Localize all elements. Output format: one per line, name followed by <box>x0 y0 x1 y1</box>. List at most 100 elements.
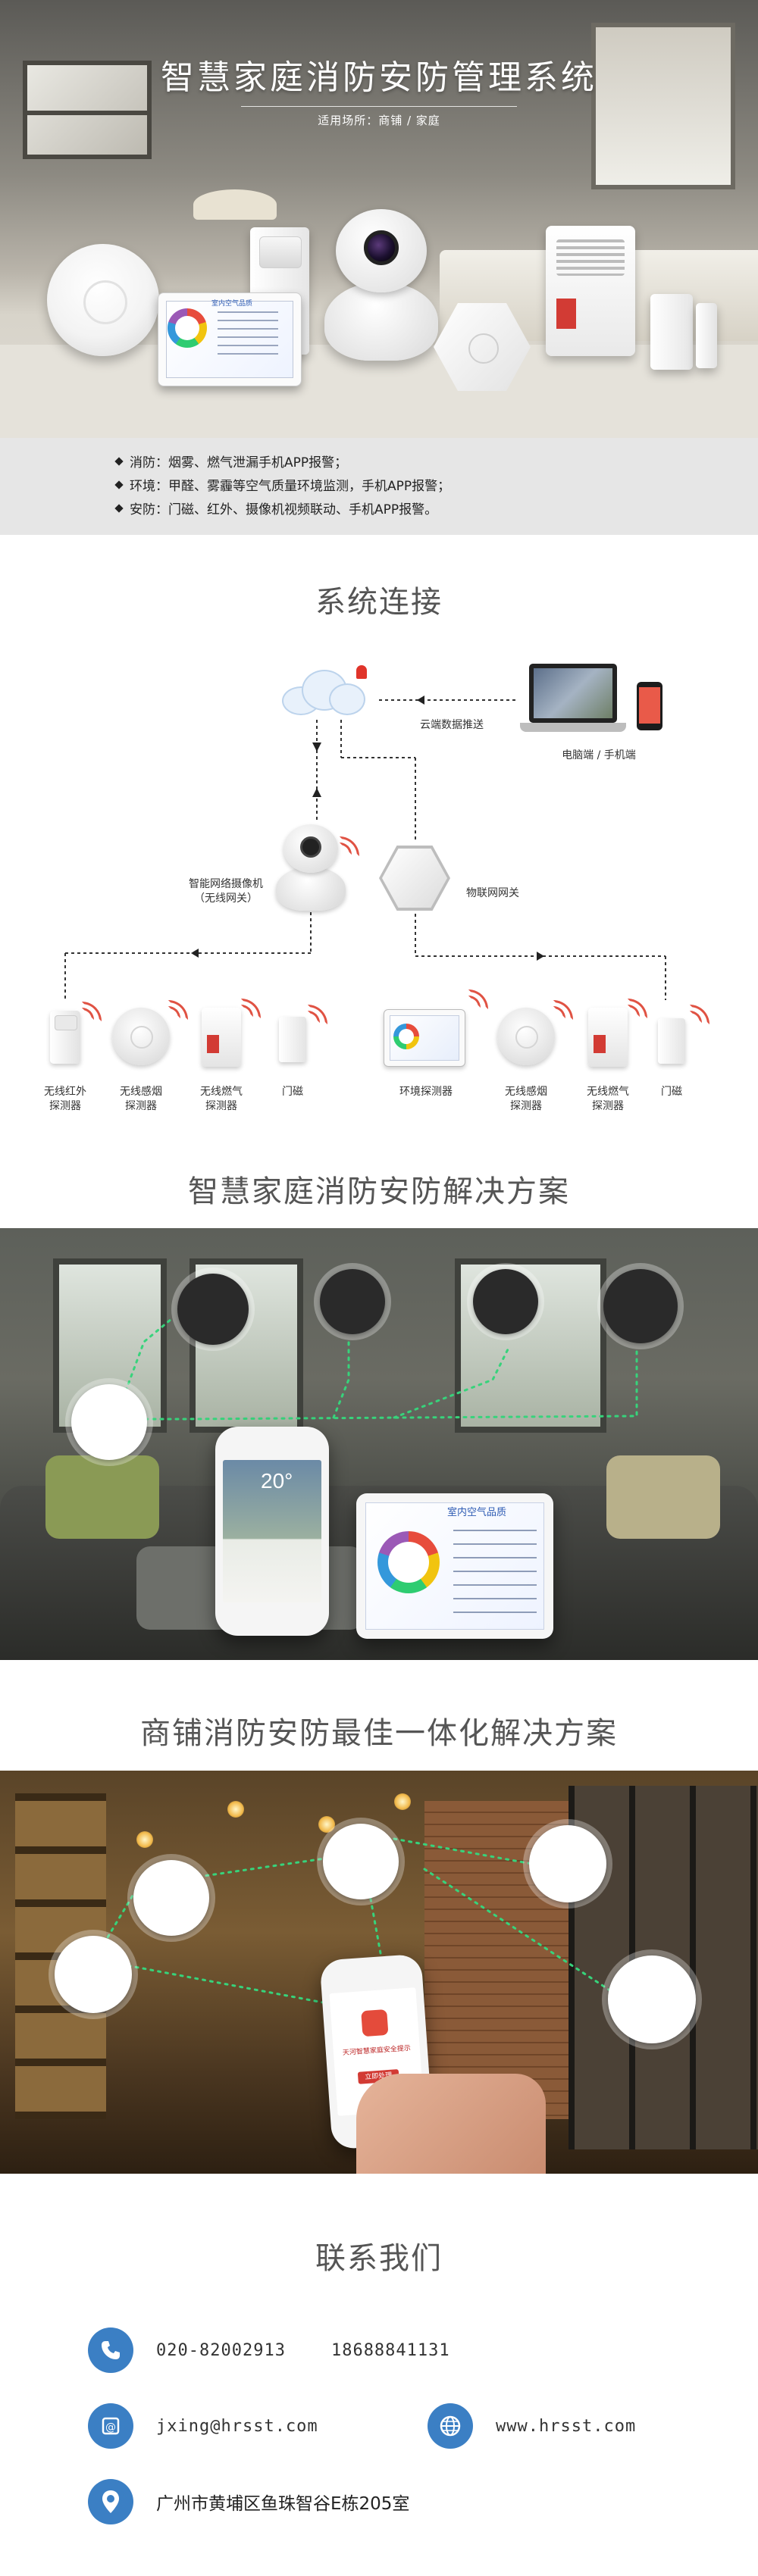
link-lines <box>114 1318 638 1421</box>
section-title-contact: 联系我们 <box>315 2241 443 2276</box>
smoke-detector-image <box>47 244 159 356</box>
home-scene-image: 20° 室内空气品质 <box>0 1228 758 1660</box>
door-magnet-image <box>696 303 717 368</box>
wireless-signal-icon <box>241 999 261 1018</box>
device-label: 无线红外探测器 <box>44 1086 86 1112</box>
network-camera-image <box>324 209 438 361</box>
ceiling-lamp <box>136 1831 153 1848</box>
smoke-detector-node <box>171 1268 255 1351</box>
scene-cushion <box>45 1455 159 1539</box>
hand-image <box>356 2074 546 2174</box>
infrared-detector-icon <box>50 1011 80 1064</box>
location-pin-icon <box>88 2479 133 2524</box>
gas-detector-icon <box>588 1008 628 1067</box>
title-divider <box>241 106 517 107</box>
diamond-bullet-icon <box>114 457 124 466</box>
phone-icon <box>88 2327 133 2373</box>
svg-text:@: @ <box>105 2421 116 2434</box>
cloud-icon <box>282 670 365 715</box>
feature-item: 安防：门磁、红外、摄像机视频联动、手机APP报警。 <box>114 499 450 522</box>
hero-lamp <box>193 189 277 220</box>
environment-panel-node <box>467 1263 544 1340</box>
air-quality-tablet-image: 室内空气品质 <box>356 1493 553 1639</box>
door-sensor-icon <box>658 1018 685 1064</box>
email-address[interactable]: jxing@hrsst.com <box>156 2416 318 2436</box>
section-title-shop: 商铺消防安防最佳一体化解决方案 <box>140 1716 618 1751</box>
page-title: 智慧家庭消防安防管理系统 <box>161 58 597 97</box>
wireless-signal-icon <box>340 836 359 856</box>
phone-number-1[interactable]: 020-82002913 <box>156 2340 286 2360</box>
smoke-detector-icon <box>112 1008 170 1065</box>
device-label: 环境探测器 <box>399 1086 453 1098</box>
diamond-bullet-icon <box>114 504 124 513</box>
feature-item: 环境：甲醛、雾霾等空气质量环境监测，手机APP报警； <box>114 475 450 499</box>
gas-detector-node <box>602 1949 702 2049</box>
hero-banner: 智慧家庭消防安防管理系统 适用场所：商铺 / 家庭 室内空气品质 <box>0 0 758 438</box>
wireless-signal-icon <box>168 1000 188 1020</box>
ceiling-lamp <box>394 1793 411 1810</box>
smoke-detector-node <box>127 1854 215 1942</box>
wireless-signal-icon <box>468 989 488 1009</box>
gas-detector-node <box>597 1263 684 1349</box>
address-row: 广州市黄埔区鱼珠智谷E栋205室 <box>88 2479 409 2524</box>
camera-lens-icon <box>364 230 399 265</box>
gateway-node <box>65 1378 153 1466</box>
hero-window <box>23 61 152 159</box>
website-row: www.hrsst.com <box>428 2403 636 2449</box>
smoke-detector-icon <box>497 1008 555 1065</box>
infrared-detector-node <box>523 1819 612 1909</box>
gas-detector-icon <box>202 1008 241 1067</box>
environment-panel-image: 室内空气品质 <box>158 292 302 386</box>
page-subtitle: 适用场所：商铺 / 家庭 <box>318 114 440 127</box>
gas-detector-image <box>546 226 635 356</box>
phone-row: 020-82002913 18688841131 <box>88 2327 450 2373</box>
laptop-icon <box>520 664 626 736</box>
wireless-signal-icon <box>628 999 647 1018</box>
connection-diagram: 云端数据推送 电脑端 / 手机端 智能网络摄像机 （无线网关） 物联网网关 无线… <box>0 644 758 1136</box>
alert-app-icon <box>361 2009 389 2037</box>
door-sensor-icon <box>279 1017 306 1062</box>
weather-phone-image: 20° <box>215 1427 329 1636</box>
wireless-signal-icon <box>308 1005 327 1024</box>
environment-detector-icon <box>384 1009 465 1067</box>
weather-temperature: 20° <box>261 1469 293 1493</box>
air-quality-ring-icon <box>377 1531 440 1593</box>
camera-node <box>317 1818 405 1905</box>
door-sensor-node <box>49 1930 138 2019</box>
globe-icon <box>428 2403 473 2449</box>
mobile-phone-icon <box>637 682 662 730</box>
diamond-bullet-icon <box>114 480 124 489</box>
wireless-signal-icon <box>82 1002 102 1021</box>
wireless-signal-icon <box>553 1000 573 1020</box>
cloud-push-label: 云端数据推送 <box>420 719 484 731</box>
section-title-home: 智慧家庭消防安防解决方案 <box>188 1174 570 1209</box>
camera-label: 智能网络摄像机 （无线网关） <box>189 878 263 905</box>
alarm-lamp-icon <box>356 665 367 679</box>
wireless-signal-icon <box>690 1005 709 1024</box>
email-row: @ jxing@hrsst.com <box>88 2403 318 2449</box>
air-quality-ring-icon <box>168 308 207 348</box>
panel-title: 室内空气品质 <box>211 300 253 308</box>
diagram-lines <box>64 696 666 1000</box>
shop-scene-image: 天河智慧家庭安全提示 立即处理 <box>0 1771 758 2174</box>
street-address: 广州市黄埔区鱼珠智谷E栋205室 <box>156 2494 410 2514</box>
feature-item: 消防：烟雾、燃气泄漏手机APP报警； <box>114 452 450 475</box>
email-icon: @ <box>88 2403 133 2449</box>
section-title-connection: 系统连接 <box>315 585 443 620</box>
endpoint-label: 电脑端 / 手机端 <box>562 749 636 761</box>
ceiling-lamp <box>318 1816 335 1833</box>
tablet-title: 室内空气品质 <box>447 1507 507 1518</box>
door-sensor-node <box>314 1263 391 1340</box>
device-label: 无线感烟探测器 <box>505 1086 547 1112</box>
door-sensor-image <box>650 294 693 370</box>
device-label: 无线感烟探测器 <box>120 1086 162 1112</box>
smart-camera-icon <box>273 824 349 911</box>
device-label: 无线燃气探测器 <box>587 1086 629 1112</box>
gateway-label: 物联网网关 <box>466 887 519 899</box>
feature-list: 消防：烟雾、燃气泄漏手机APP报警； 环境：甲醛、雾霾等空气质量环境监测，手机A… <box>0 438 758 535</box>
website-link[interactable]: www.hrsst.com <box>496 2416 637 2436</box>
device-label: 门磁 <box>282 1086 303 1098</box>
hero-window <box>591 23 735 189</box>
phone-number-2[interactable]: 18688841131 <box>330 2340 450 2360</box>
ceiling-lamp <box>227 1801 244 1818</box>
